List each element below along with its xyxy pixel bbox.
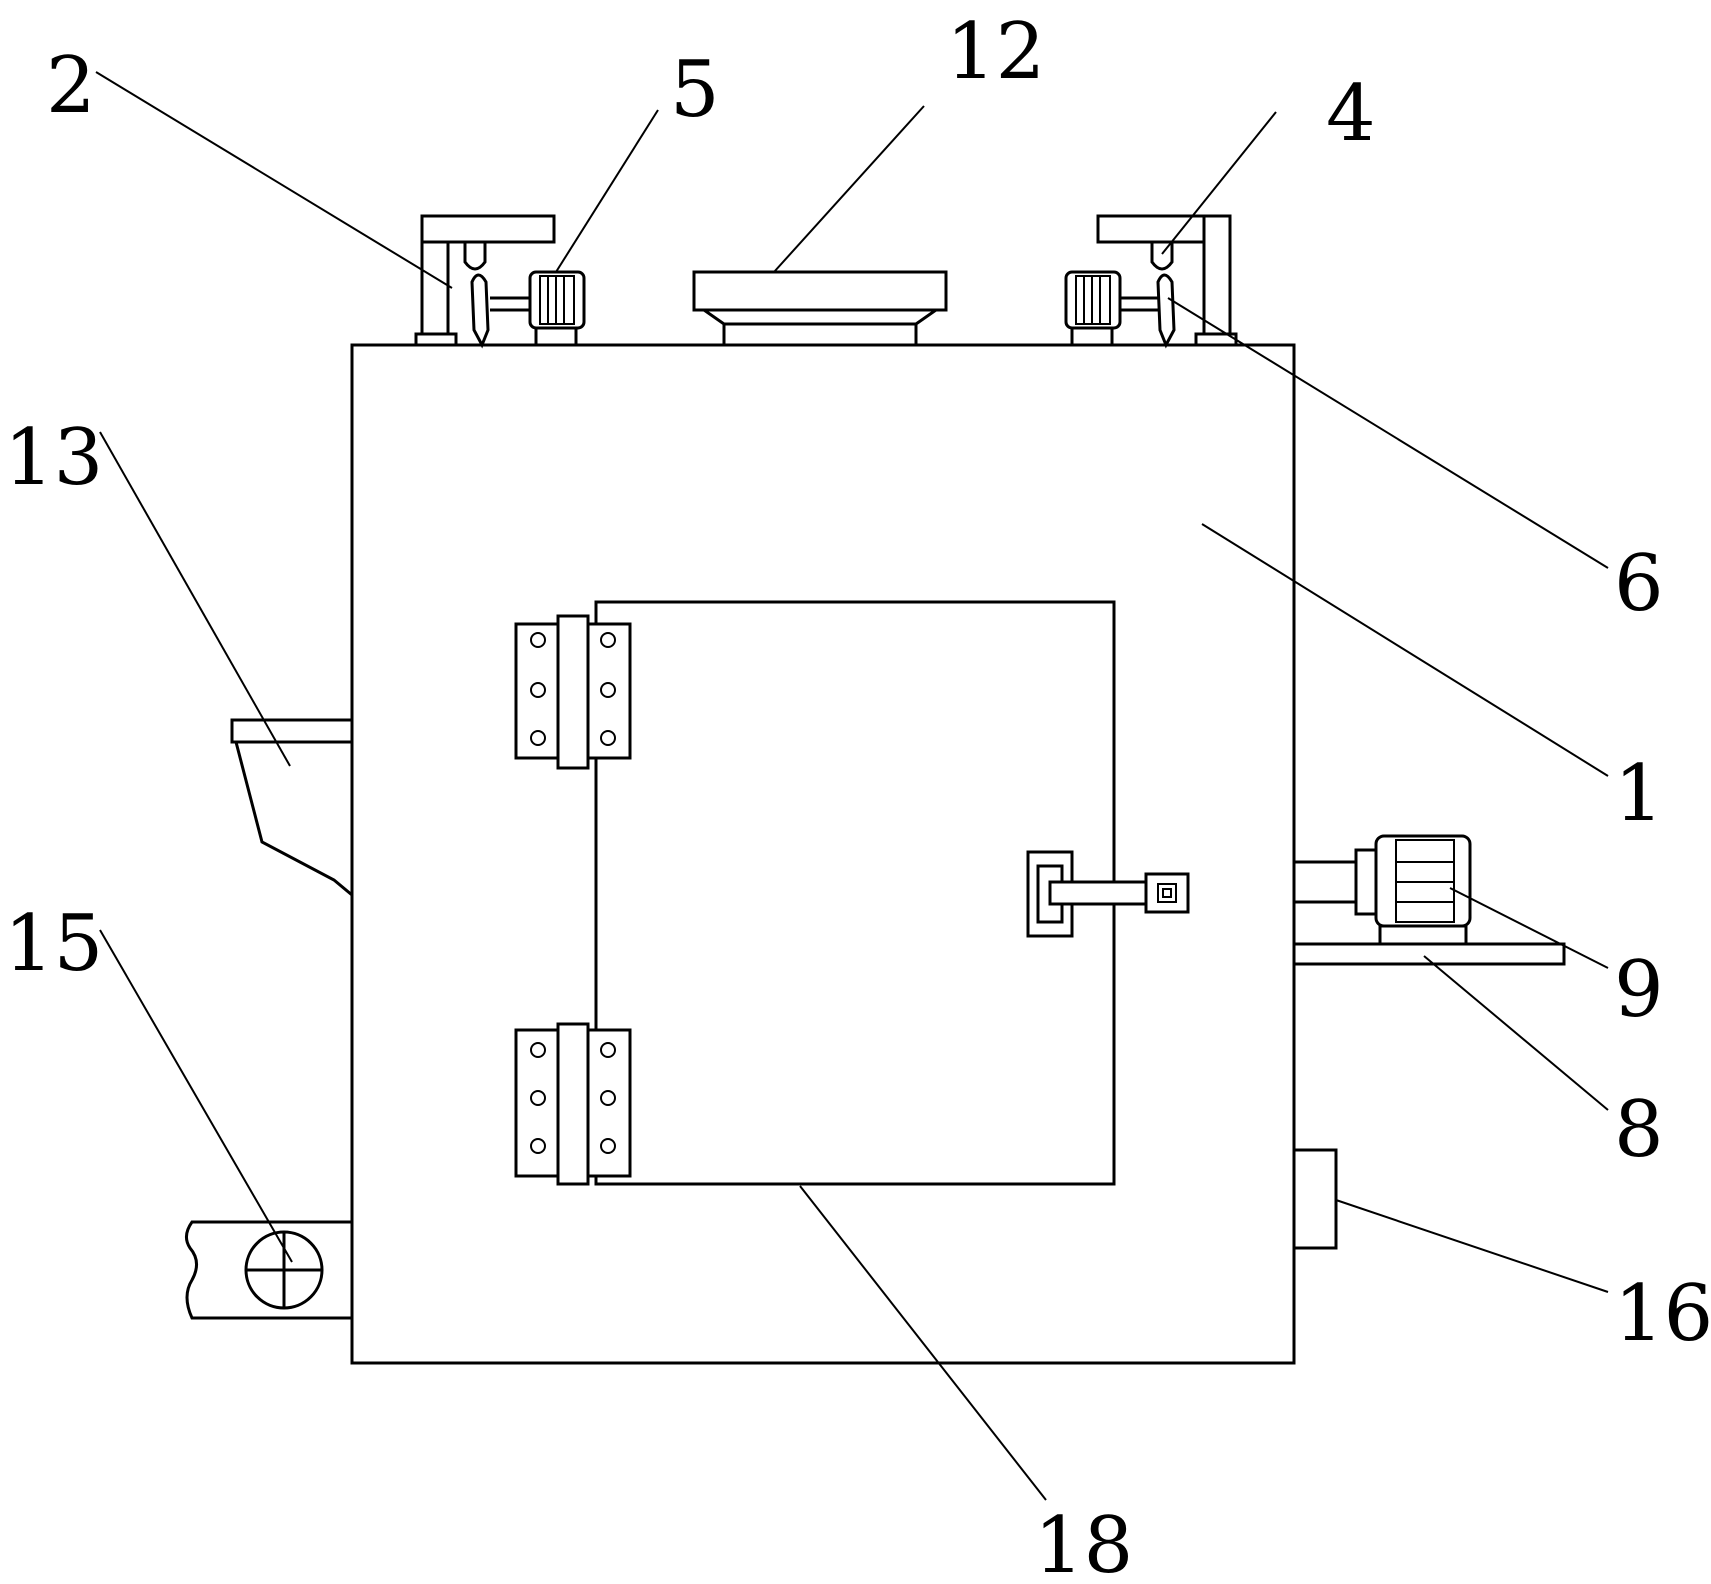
part-labels: 2 5 12 4 13 6 1 9 8 16 15 18: [4, 7, 1711, 1584]
lower-hinge: [514, 1022, 632, 1186]
main-box-body: [350, 343, 1296, 1365]
right-motor-and-bracket: [1292, 834, 1566, 966]
label-18: 18: [1034, 1501, 1133, 1584]
label-9: 9: [1614, 945, 1664, 1035]
upper-hinge: [514, 614, 632, 770]
leader-lines: [95, 71, 1609, 1501]
label-6: 6: [1614, 539, 1664, 629]
label-2: 2: [46, 41, 96, 131]
top-lid: [692, 270, 948, 347]
left-outlet-pipe: [185, 1220, 352, 1320]
label-4: 4: [1326, 69, 1376, 159]
label-12: 12: [946, 7, 1045, 97]
label-5: 5: [670, 45, 720, 135]
label-8: 8: [1614, 1085, 1664, 1175]
label-1: 1: [1614, 749, 1664, 839]
label-13: 13: [4, 413, 103, 503]
label-15: 15: [4, 899, 103, 989]
label-16: 16: [1614, 1269, 1711, 1359]
door-latch: [1026, 850, 1190, 938]
left-feed-hopper: [230, 718, 354, 897]
top-right-spray-assembly: [1064, 214, 1238, 349]
right-control-box: [1292, 1148, 1338, 1250]
top-left-spray-assembly: [414, 214, 586, 349]
